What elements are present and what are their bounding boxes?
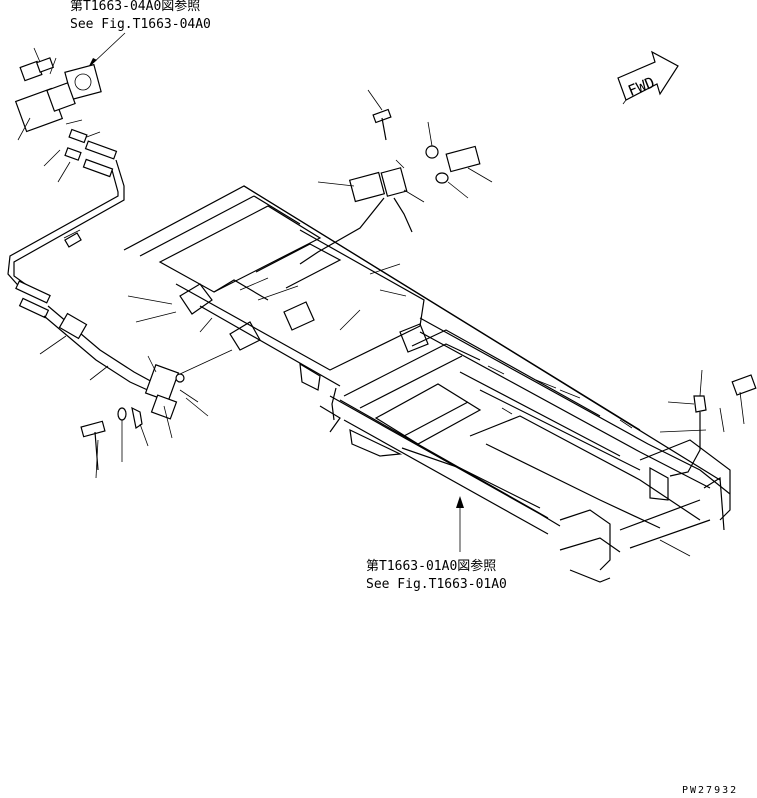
main-frame	[123, 185, 731, 583]
drawing-number: PW27932	[682, 785, 738, 796]
ref-bottom-line1[interactable]: 第T1663-01A0図参照	[366, 558, 496, 574]
top-right-parts	[299, 89, 493, 265]
right-side-parts	[659, 369, 757, 557]
top-left-parts	[14, 47, 118, 183]
fwd-arrow-icon: FWD	[617, 50, 679, 105]
hose-lines	[7, 159, 209, 479]
ref-top-line1[interactable]: 第T1663-04A0図参照	[70, 0, 200, 14]
ref-bottom-line2[interactable]: See Fig.T1663-01A0	[366, 577, 507, 592]
ref-top-line2[interactable]: See Fig.T1663-04A0	[70, 17, 211, 32]
ref-top-leader	[91, 32, 126, 65]
ref-bottom-arrowhead	[456, 496, 464, 508]
leader-lines	[127, 263, 633, 429]
